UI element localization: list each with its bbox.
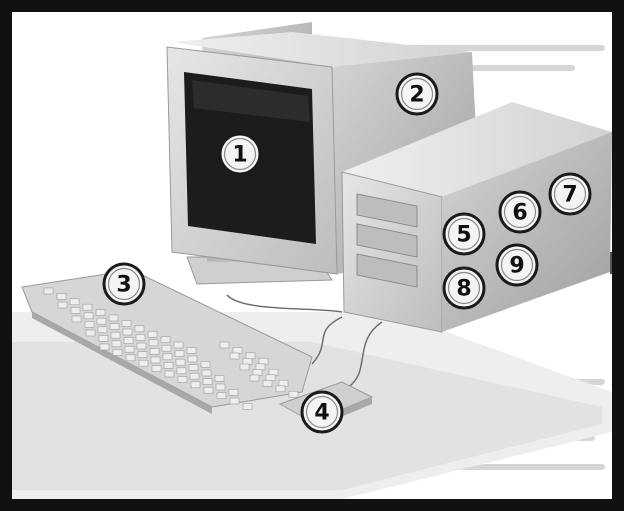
- key: [246, 353, 255, 359]
- key: [148, 331, 157, 337]
- callout-6: 6: [500, 192, 540, 232]
- key: [85, 321, 94, 327]
- key: [110, 324, 119, 330]
- key: [229, 389, 238, 395]
- key: [220, 342, 229, 348]
- key: [58, 302, 67, 308]
- key: [191, 382, 200, 388]
- key: [86, 330, 95, 336]
- key: [263, 380, 272, 386]
- key: [83, 304, 92, 310]
- callout-number: 1: [232, 143, 247, 168]
- key: [269, 369, 278, 375]
- key: [112, 341, 121, 347]
- key: [99, 335, 108, 341]
- callout-2: 2: [397, 74, 437, 114]
- callout-number: 9: [509, 254, 524, 279]
- key: [243, 358, 252, 364]
- key: [279, 380, 288, 386]
- key: [100, 344, 109, 350]
- key: [111, 332, 120, 338]
- key: [230, 353, 239, 359]
- key: [71, 307, 80, 313]
- key: [139, 360, 148, 366]
- callout-number: 8: [456, 277, 471, 302]
- key: [256, 364, 265, 370]
- key: [70, 299, 79, 305]
- key: [84, 313, 93, 319]
- key: [175, 351, 184, 357]
- callout-8: 8: [444, 268, 484, 308]
- key: [97, 318, 106, 324]
- callout-5: 5: [444, 214, 484, 254]
- key: [123, 329, 132, 335]
- key: [215, 375, 224, 381]
- callout-number: 2: [409, 83, 424, 108]
- callout-number: 3: [116, 273, 131, 298]
- callout-number: 7: [562, 183, 577, 208]
- key: [187, 347, 196, 353]
- key: [202, 370, 211, 376]
- key: [57, 293, 66, 299]
- key: [151, 357, 160, 363]
- key: [122, 320, 131, 326]
- key: [109, 315, 118, 321]
- key: [266, 375, 275, 381]
- callout-4: 4: [302, 392, 342, 432]
- key: [259, 358, 268, 364]
- key: [203, 379, 212, 385]
- key: [164, 362, 173, 368]
- key: [276, 386, 285, 392]
- key: [233, 347, 242, 353]
- key: [230, 398, 239, 404]
- key: [138, 352, 147, 358]
- key: [253, 369, 262, 375]
- key: [72, 316, 81, 322]
- key: [149, 340, 158, 346]
- key: [113, 349, 122, 355]
- callout-number: 5: [456, 223, 471, 248]
- key: [189, 365, 198, 371]
- callout-3: 3: [104, 264, 144, 304]
- key: [137, 343, 146, 349]
- key: [201, 361, 210, 367]
- key: [190, 373, 199, 379]
- key: [243, 403, 252, 409]
- callout-1: 1: [220, 134, 260, 174]
- key: [124, 338, 133, 344]
- callout-7: 7: [550, 174, 590, 214]
- key: [204, 387, 213, 393]
- key: [161, 337, 170, 343]
- key: [162, 345, 171, 351]
- key: [96, 310, 105, 316]
- key: [217, 393, 226, 399]
- key: [98, 327, 107, 333]
- key: [216, 384, 225, 390]
- key: [176, 359, 185, 365]
- key: [188, 356, 197, 362]
- key: [174, 342, 183, 348]
- key: [240, 364, 249, 370]
- callout-number: 6: [512, 201, 527, 226]
- key: [289, 391, 298, 397]
- key: [44, 288, 53, 294]
- key: [163, 354, 172, 360]
- callout-9: 9: [497, 245, 537, 285]
- computer-illustration: 1 2 3 4 5 6 7 8 9: [12, 12, 612, 499]
- key: [177, 368, 186, 374]
- key: [152, 366, 161, 372]
- key: [165, 371, 174, 377]
- key: [126, 355, 135, 361]
- callout-number: 4: [314, 401, 329, 426]
- key: [125, 346, 134, 352]
- key: [150, 348, 159, 354]
- key: [178, 376, 187, 382]
- key: [136, 334, 145, 340]
- key: [135, 326, 144, 332]
- key: [250, 375, 259, 381]
